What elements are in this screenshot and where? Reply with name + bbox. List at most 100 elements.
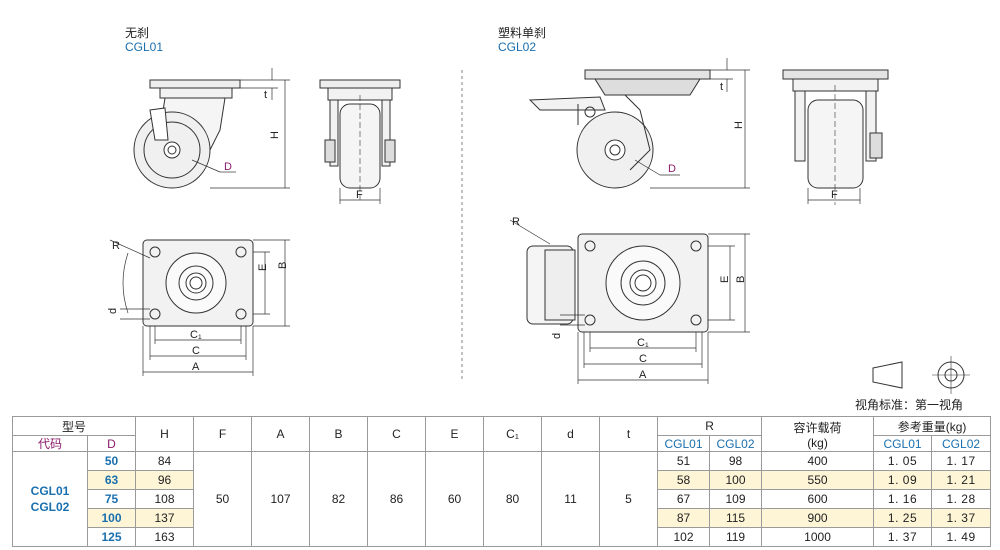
- cell-d: 100: [86, 508, 137, 528]
- cell-r-cgl02: 115: [709, 508, 763, 528]
- cell-weight-cgl02: 1. 17: [931, 451, 992, 471]
- header-t: t: [599, 416, 659, 452]
- cell-h: 108: [135, 489, 195, 509]
- code-cell: CGL01 CGL02: [12, 451, 88, 547]
- product-title-cgl02: 塑料单刹 CGL02: [498, 26, 546, 54]
- cgl01-top-view: [109, 239, 290, 376]
- cell-weight-cgl02: 1. 21: [931, 470, 992, 490]
- dim-label-e-2: E: [719, 276, 731, 283]
- header-weight-cgl01: CGL01: [873, 435, 933, 452]
- dim-label-d-wheel-2: D: [668, 163, 676, 175]
- header-d: d: [541, 416, 601, 452]
- dim-label-b-2: B: [735, 276, 747, 283]
- technical-drawings: H t D F: [107, 58, 970, 394]
- header-code: 代码: [12, 435, 88, 452]
- header-a: A: [251, 416, 311, 452]
- cell-d: 63: [86, 470, 137, 490]
- cell-r-cgl01: 87: [657, 508, 711, 528]
- view-standard-legend: 视角标准：第一视角: [855, 398, 964, 412]
- cell-load: 900: [761, 508, 875, 528]
- dim-label-f: F: [356, 189, 363, 201]
- header-load: 容许载荷 (kg): [761, 416, 875, 452]
- product-code: CGL02: [498, 40, 537, 54]
- dim-label-r-2: R: [512, 216, 520, 228]
- cell-c1: 80: [483, 451, 543, 547]
- header-r-cgl02: CGL02: [709, 435, 763, 452]
- cell-d: 125: [86, 527, 137, 547]
- product-name-cn: 塑料单刹: [498, 26, 547, 40]
- code-cgl01: CGL01: [30, 484, 70, 498]
- cell-d: 50: [86, 451, 137, 471]
- cell-r-cgl01: 102: [657, 527, 711, 547]
- cgl01-side-view: [133, 68, 290, 189]
- cell-r-cgl02: 98: [709, 451, 763, 471]
- cell-weight-cgl02: 1. 49: [931, 527, 992, 547]
- first-angle-projection-icon: [872, 356, 970, 394]
- dim-label-d-hole: d: [107, 308, 119, 314]
- cell-weight-cgl01: 1. 16: [873, 489, 933, 509]
- cell-weight-cgl01: 1. 25: [873, 508, 933, 528]
- dim-label-e: E: [257, 264, 269, 271]
- dim-label-a: A: [192, 361, 200, 373]
- cell-load: 550: [761, 470, 875, 490]
- header-load-label: 容许载荷: [793, 420, 842, 435]
- table-row: 125 163 102 119 1000 1. 37 1. 49: [13, 527, 992, 547]
- product-title-cgl01: 无刹 CGL01: [125, 26, 163, 54]
- dim-label-b: B: [277, 262, 289, 269]
- cell-e: 60: [425, 451, 485, 547]
- cell-h: 163: [135, 527, 195, 547]
- code-cgl02: CGL02: [30, 500, 70, 514]
- cell-r-cgl02: 109: [709, 489, 763, 509]
- dim-label-t: t: [264, 89, 267, 101]
- cell-load: 400: [761, 451, 875, 471]
- cell-a: 107: [251, 451, 311, 547]
- header-h: H: [135, 416, 195, 452]
- cell-weight-cgl01: 1. 09: [873, 470, 933, 490]
- cell-c: 86: [367, 451, 427, 547]
- header-model: 型号: [11, 416, 137, 436]
- header-b: B: [309, 416, 369, 452]
- cell-weight-cgl02: 1. 37: [931, 508, 992, 528]
- product-code: CGL01: [125, 40, 164, 54]
- dim-label-r: R: [112, 240, 120, 252]
- dim-label-h: H: [269, 131, 281, 139]
- product-name-cn: 无刹: [125, 26, 150, 40]
- header-load-unit: (kg): [807, 435, 828, 450]
- cell-load: 1000: [761, 527, 875, 547]
- dim-label-d-wheel: D: [224, 161, 232, 173]
- dim-label-f-2: F: [831, 189, 838, 201]
- cell-load: 600: [761, 489, 875, 509]
- header-weight: 参考重量(kg): [873, 416, 992, 436]
- cgl01-front-view: [319, 79, 401, 204]
- header-c1: C₁: [483, 416, 543, 452]
- header-f: F: [193, 416, 253, 452]
- cell-h: 84: [135, 451, 195, 471]
- dim-label-h-2: H: [733, 121, 745, 129]
- cgl02-top-view: [509, 219, 750, 384]
- spec-table: 型号 H F A B C E C₁ d t R 容许载荷 (kg) 参考重量(k…: [11, 416, 992, 547]
- header-weight-cgl02: CGL02: [931, 435, 992, 452]
- table-row: 63 96 58 100 550 1. 09 1. 21: [13, 470, 992, 490]
- cell-r-cgl01: 51: [657, 451, 711, 471]
- table-row: CGL01 CGL02 50 84 50 107 82 86 60 80 11 …: [12, 451, 992, 547]
- cell-r-cgl01: 58: [657, 470, 711, 490]
- cell-h: 137: [135, 508, 195, 528]
- cell-r-cgl01: 67: [657, 489, 711, 509]
- cell-r-cgl02: 119: [709, 527, 763, 547]
- cell-weight-cgl02: 1. 28: [931, 489, 992, 509]
- dim-label-c1-2: C₁: [637, 337, 649, 349]
- cell-h: 96: [135, 470, 195, 490]
- dim-label-d-hole-2: d: [551, 333, 563, 339]
- header-c: C: [367, 416, 427, 452]
- dim-label-a-2: A: [639, 369, 647, 381]
- cgl02-side-view: [528, 58, 750, 189]
- table-header-row: 型号 H F A B C E C₁ d t R 容许载荷 (kg) 参考重量(k…: [11, 416, 992, 452]
- cell-t: 5: [599, 451, 659, 547]
- header-wheel-d: D: [86, 435, 137, 452]
- header-e: E: [425, 416, 485, 452]
- table-subheader-row: 代码 D CGL01 CGL02 CGL01 CGL02: [12, 435, 992, 452]
- header-r-cgl01: CGL01: [657, 435, 711, 452]
- cell-f: 50: [193, 451, 253, 547]
- dim-label-t-2: t: [720, 81, 723, 93]
- cell-b: 82: [309, 451, 369, 547]
